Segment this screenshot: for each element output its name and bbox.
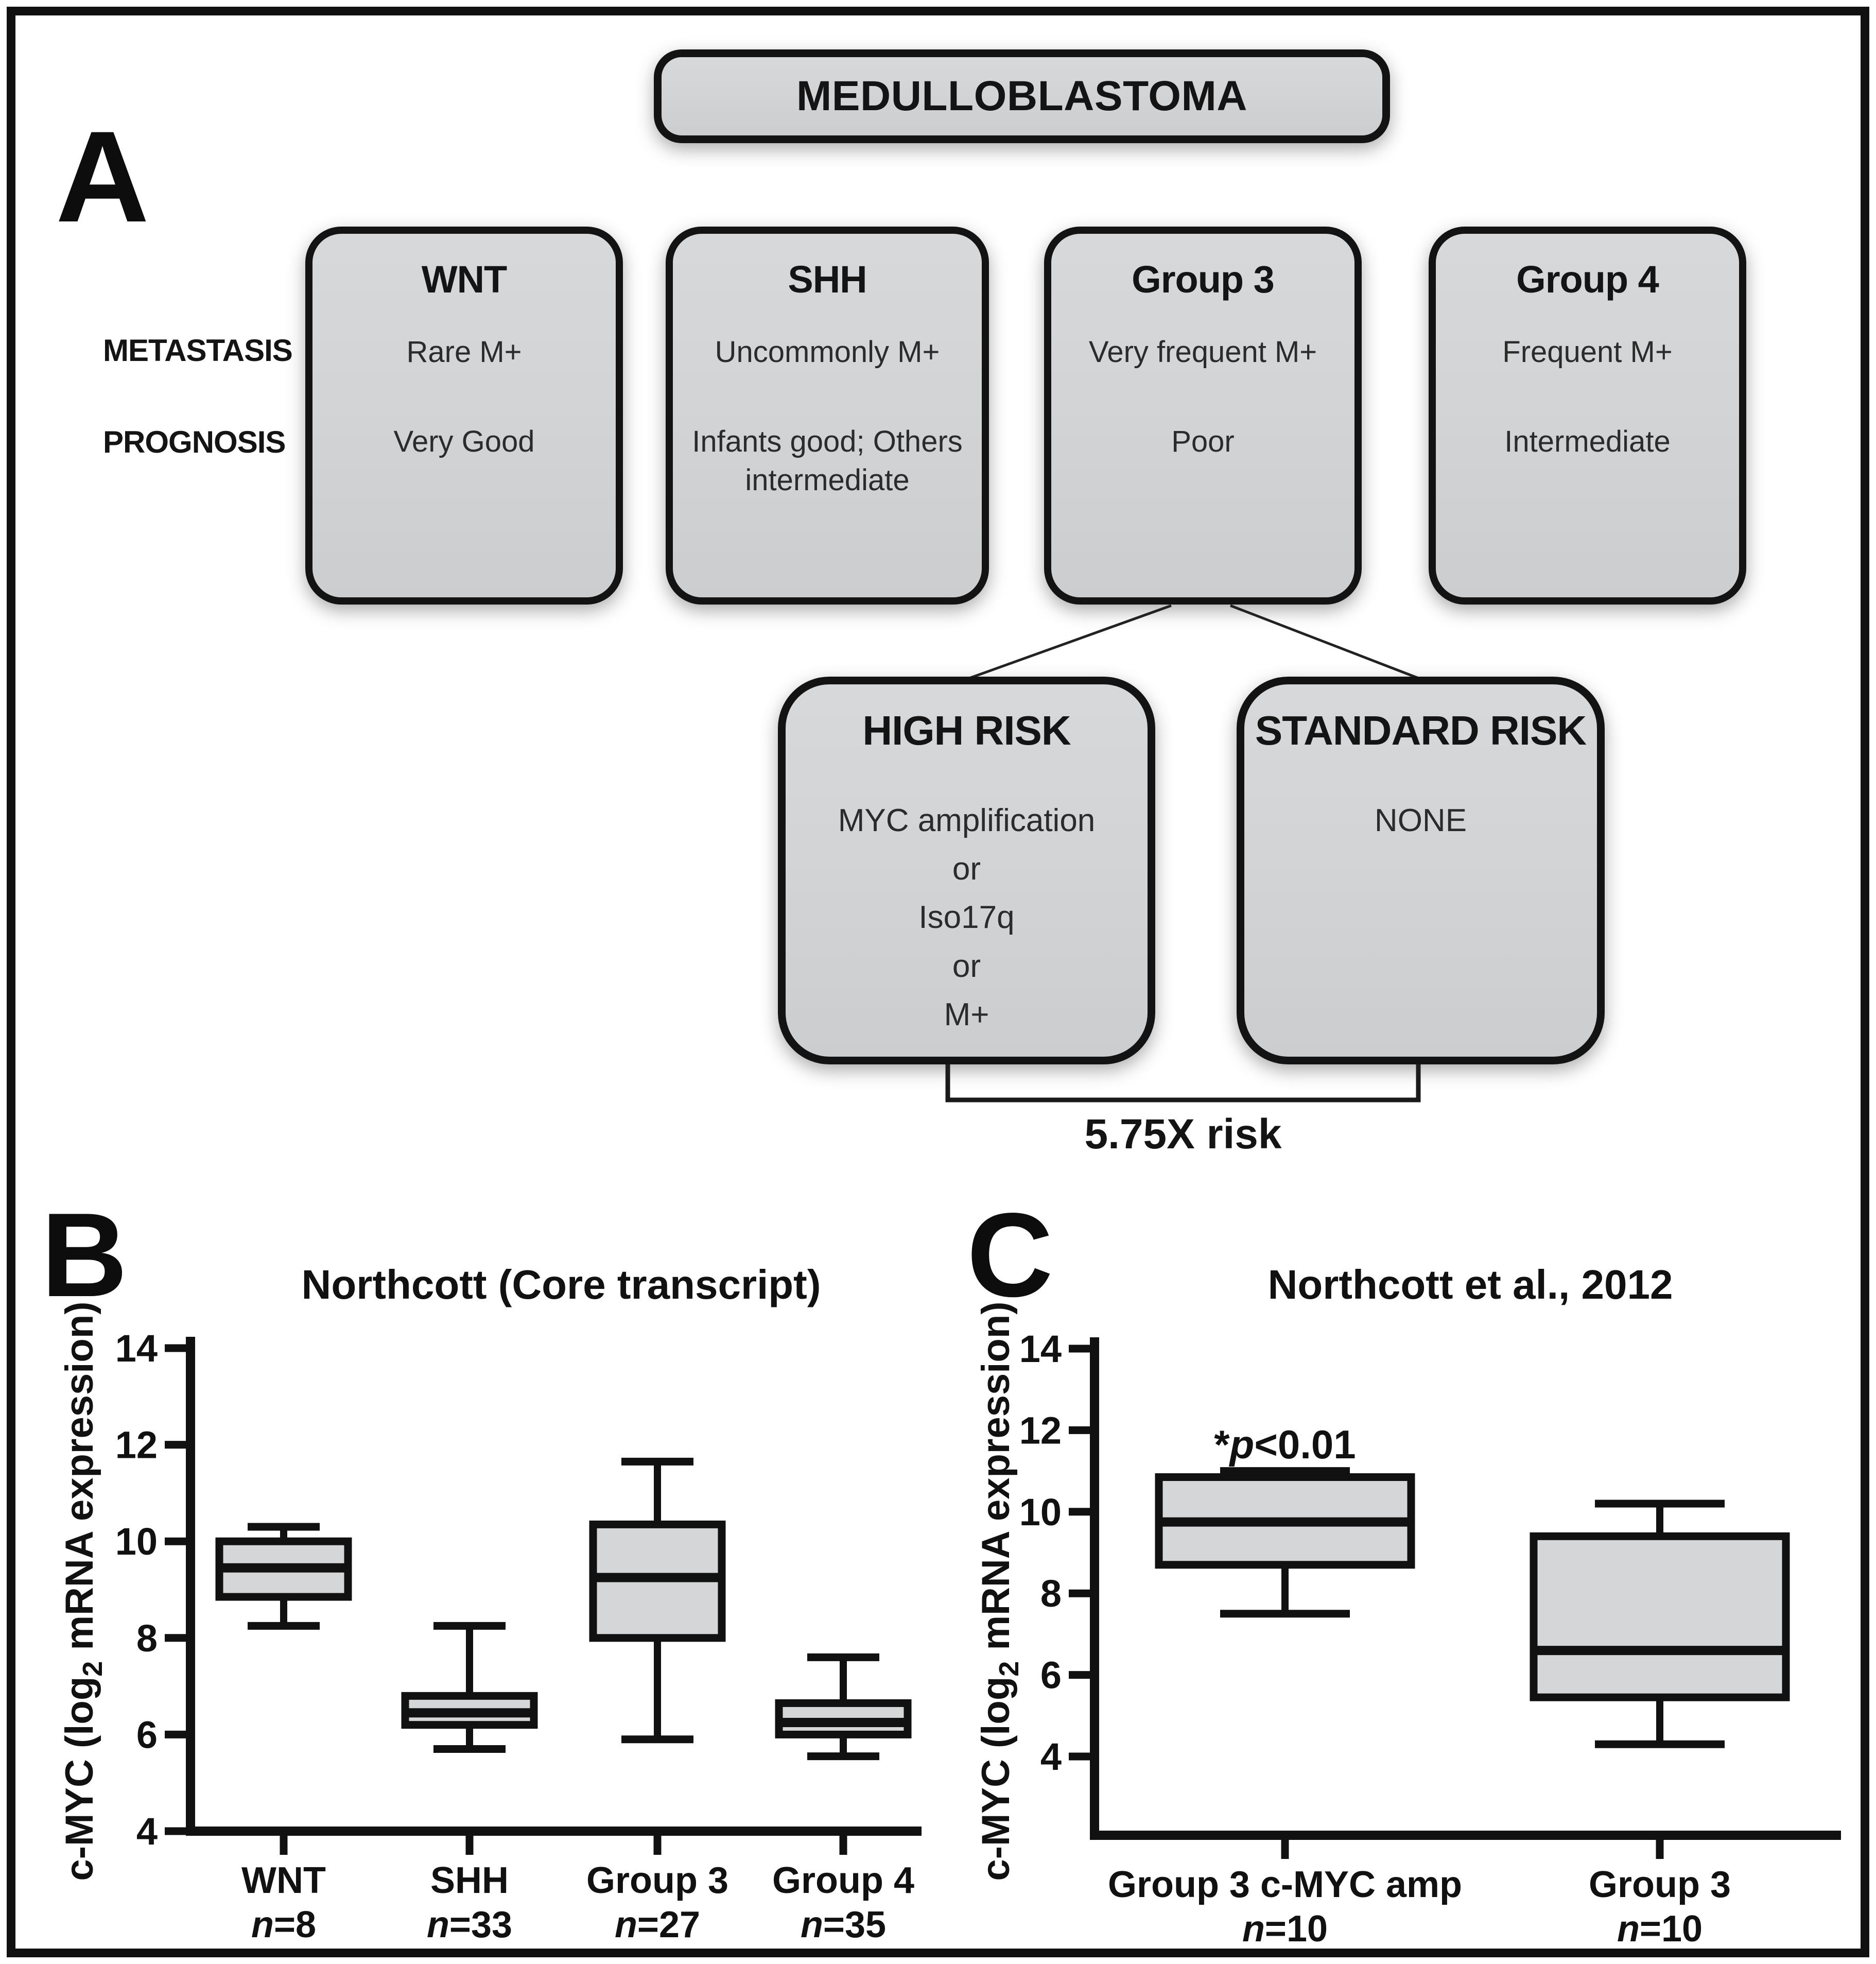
high-risk-box: HIGH RISK MYC amplification or Iso17q or… [778, 677, 1155, 1064]
y-tick-label: 4 [136, 1810, 158, 1853]
y-tick-label: 8 [1040, 1572, 1062, 1615]
medulloblastoma-label: MEDULLOBLASTOMA [796, 73, 1248, 119]
risk-criterion: M+ [944, 996, 989, 1032]
connector-line-standard-risk [1230, 604, 1420, 680]
risk-title: HIGH RISK [862, 708, 1071, 753]
y-tick-label: 8 [136, 1617, 158, 1660]
y-tick-label: 14 [115, 1327, 158, 1370]
risk-bracket-label: 5.75X risk [1084, 1111, 1282, 1158]
x-category-label: WNT [241, 1860, 326, 1901]
y-tick-label: 4 [1040, 1735, 1062, 1778]
risk-criteria: MYC amplification or Iso17q or M+ [786, 797, 1148, 1039]
x-category-label: SHH [430, 1860, 509, 1901]
subtype-metastasis: Rare M+ [406, 335, 522, 369]
y-tick-label: 6 [136, 1713, 158, 1756]
figure-border [7, 7, 1869, 1957]
y-tick-label: 10 [1019, 1491, 1062, 1534]
subtype-box-wnt: WNT Rare M+ Very Good [305, 227, 623, 605]
subtype-metastasis: Uncommonly M+ [715, 335, 940, 369]
chart-title: Northcott (Core transcript) [302, 1262, 821, 1307]
subtype-title: WNT [421, 258, 508, 301]
subtype-box-group4: Group 4 Frequent M+ Intermediate [1429, 227, 1746, 605]
y-tick-label: 10 [115, 1520, 158, 1563]
x-category-label: Group 3 [586, 1860, 728, 1901]
x-category-label: Group 4 [772, 1860, 914, 1901]
y-tick-label: 6 [1040, 1654, 1062, 1697]
x-category-label: Group 3 c-MYC amp [1108, 1864, 1462, 1905]
y-tick-label: 12 [1019, 1409, 1062, 1452]
risk-criterion: NONE [1374, 803, 1467, 838]
standard-risk-box: STANDARD RISK NONE [1237, 677, 1605, 1064]
risk-criterion: Iso17q [918, 900, 1015, 936]
subtype-prognosis: Intermediate [1504, 425, 1671, 458]
n-label: n=27 [615, 1904, 700, 1945]
subtype-prognosis: Very Good [393, 425, 535, 458]
subtype-title: Group 4 [1516, 258, 1659, 301]
risk-title: STANDARD RISK [1255, 708, 1587, 753]
significance-annotation: *p<0.01 [1214, 1422, 1356, 1467]
row-label-metastasis: METASTASIS [103, 333, 293, 368]
panel-b-letter: B [41, 1188, 128, 1322]
subtype-title: Group 3 [1132, 258, 1275, 301]
connector-line-high-risk [967, 604, 1172, 680]
n-label: n=35 [801, 1904, 886, 1945]
y-tick-label: 14 [1019, 1328, 1062, 1370]
panel-a-letter: A [56, 105, 149, 249]
subtype-prognosis: Poor [1171, 425, 1235, 458]
subtype-metastasis: Very frequent M+ [1088, 335, 1317, 369]
risk-criterion: or [952, 948, 981, 984]
n-label: n=10 [1617, 1908, 1703, 1950]
n-label: n=33 [427, 1904, 512, 1945]
risk-bracket [945, 1062, 1421, 1102]
chart-title: Northcott et al., 2012 [1268, 1262, 1673, 1307]
panel-c-letter: C [967, 1188, 1053, 1322]
y-axis-label: c-MYC (log2 mRNA expression) [58, 1301, 108, 1881]
subtype-metastasis: Frequent M+ [1502, 335, 1673, 369]
subtype-box-group3: Group 3 Very frequent M+ Poor [1044, 227, 1362, 605]
box-iqr [1530, 1532, 1790, 1701]
n-label: n=8 [251, 1904, 316, 1945]
subtype-prognosis: Infants good; Others intermediate [692, 425, 963, 497]
y-tick-label: 12 [115, 1424, 158, 1467]
y-axis-label: c-MYC (log2 mRNA expression) [974, 1301, 1024, 1881]
row-label-prognosis: PROGNOSIS [103, 425, 286, 459]
subtype-box-shh: SHH Uncommonly M+ Infants good; Others i… [666, 227, 989, 605]
subtype-title: SHH [788, 258, 867, 301]
risk-criterion: or [952, 851, 981, 887]
risk-criterion: MYC amplification [838, 803, 1096, 838]
n-label: n=10 [1242, 1908, 1328, 1950]
medulloblastoma-box: MEDULLOBLASTOMA [654, 49, 1390, 143]
risk-criteria: NONE [1244, 797, 1597, 845]
x-category-label: Group 3 [1589, 1864, 1731, 1905]
